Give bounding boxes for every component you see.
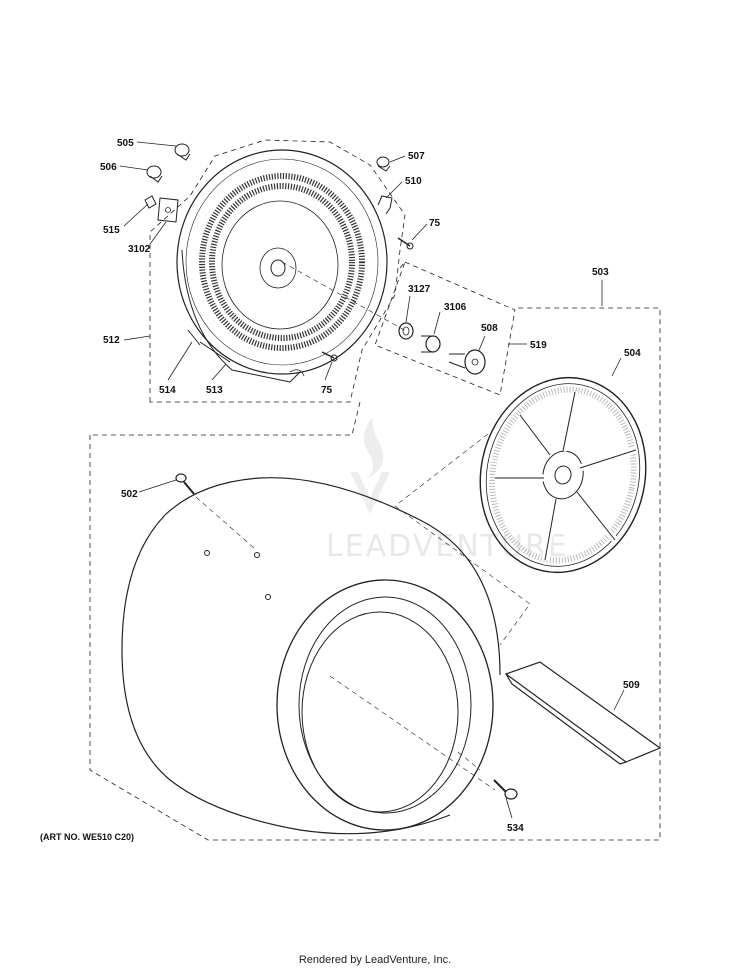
- callout-3127: 3127: [408, 284, 431, 295]
- callout-3106: 3106: [444, 302, 467, 313]
- leader-lines: [119, 141, 625, 819]
- thermal-fuse-506: [146, 165, 163, 183]
- rear-bulkhead-heater: [176, 149, 388, 383]
- footer-credit: Rendered by LeadVenture, Inc.: [298, 954, 452, 966]
- callout-503: 503: [592, 267, 609, 278]
- callout-labels: 505 506 507 510 515 3102 75 512 514 513 …: [100, 138, 641, 834]
- bolt-502: [175, 473, 195, 495]
- callout-505: 505: [117, 138, 134, 149]
- callout-504: 504: [624, 348, 641, 359]
- thermostat-507: [376, 156, 391, 172]
- callout-75-lower: 75: [321, 385, 333, 396]
- callout-515: 515: [103, 225, 120, 236]
- screw-534: [493, 779, 518, 800]
- callout-75-upper: 75: [429, 218, 441, 229]
- callout-502: 502: [121, 489, 138, 500]
- insulator-515: [144, 195, 157, 209]
- callout-506: 506: [100, 162, 117, 173]
- callout-507: 507: [408, 151, 425, 162]
- thermostat-505: [174, 143, 191, 161]
- callout-510: 510: [405, 176, 422, 187]
- drum-group-outline: [89, 261, 661, 841]
- art-number: (ART NO. WE510 C20): [40, 832, 135, 842]
- alignment-lines: [195, 261, 531, 791]
- rear-assembly-group-outline: [149, 139, 406, 403]
- callout-519: 519: [530, 340, 547, 351]
- shaft-508: [448, 349, 486, 375]
- plate-3102: [157, 197, 179, 223]
- screw-75-upper: [397, 237, 414, 250]
- screw-75-lower: [321, 351, 338, 362]
- bearing-group-outline: [374, 261, 516, 396]
- callout-514: 514: [159, 385, 176, 396]
- baffle-509: [504, 661, 662, 765]
- callout-534: 534: [507, 823, 524, 834]
- bracket-510: [377, 195, 393, 215]
- callout-3102: 3102: [128, 244, 151, 255]
- callout-508: 508: [481, 323, 498, 334]
- drum: [121, 477, 501, 835]
- callout-512: 512: [103, 335, 120, 346]
- watermark-text: LEADVENTURE: [326, 529, 569, 564]
- bearing-3106: [421, 335, 441, 353]
- callout-509: 509: [623, 680, 640, 691]
- front-panel-504: [479, 376, 647, 574]
- watermark-logo: LEADVENTURE: [326, 418, 569, 564]
- callout-513: 513: [206, 385, 223, 396]
- bearing-3127: [398, 322, 414, 340]
